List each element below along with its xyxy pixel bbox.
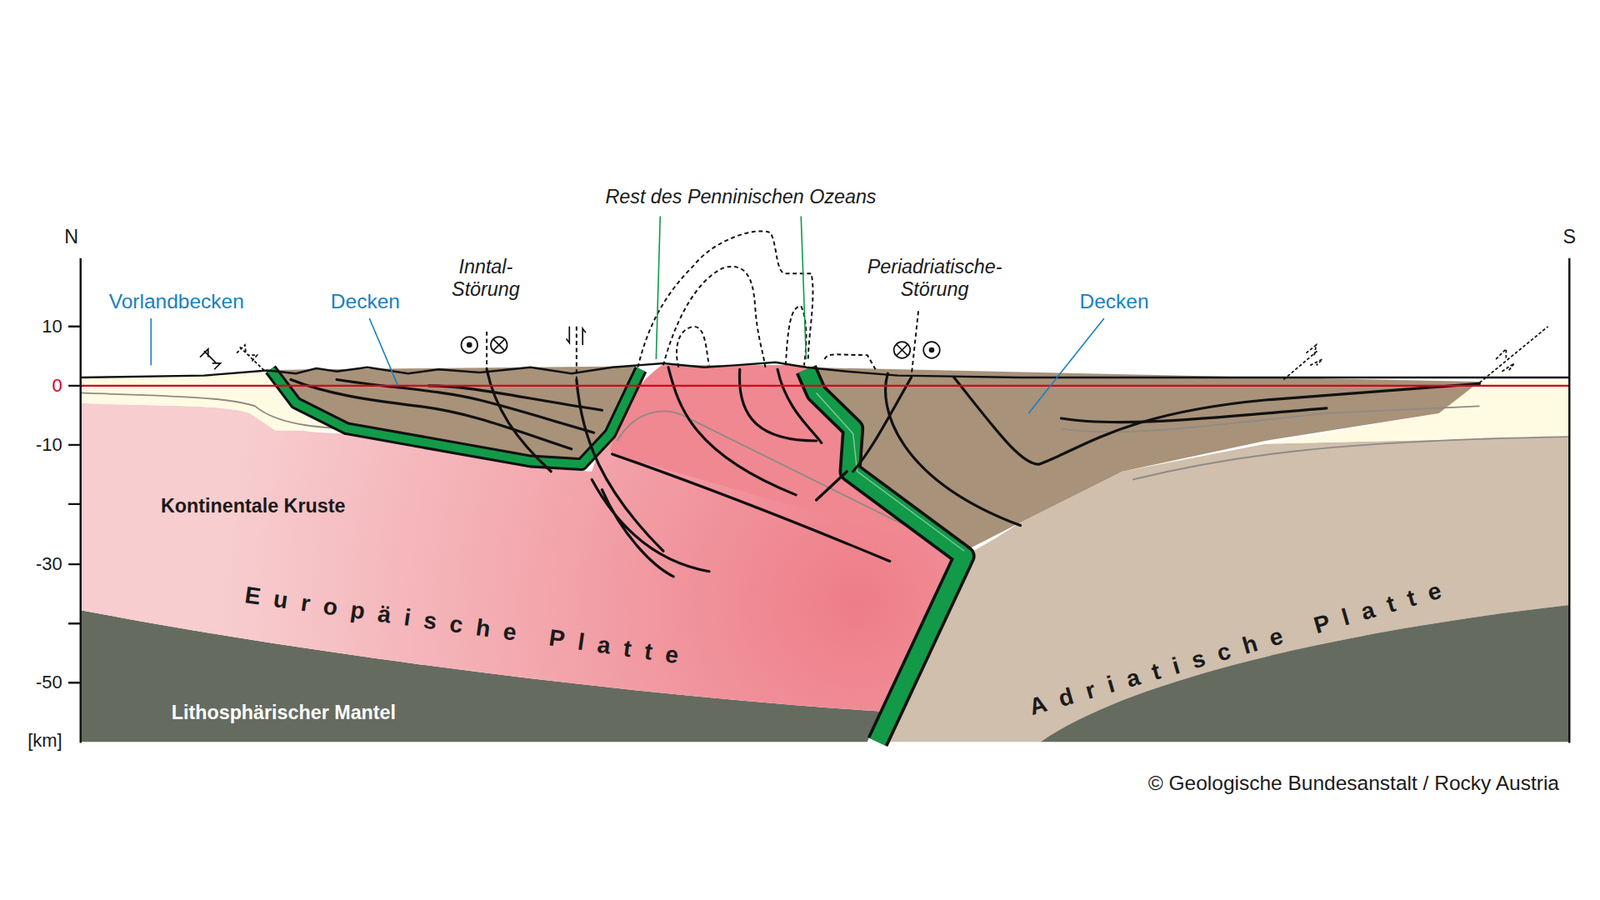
leader-line	[800, 216, 806, 360]
depth-tick-label: -50	[35, 672, 63, 694]
eroded-fold	[824, 354, 875, 370]
fault-label: Periadriatische- Störung	[867, 256, 1003, 302]
eroded-fold	[785, 305, 807, 365]
fault-arrow	[1480, 326, 1549, 383]
leader-line	[369, 318, 398, 386]
out-of-plane-dot	[930, 348, 935, 353]
leader-line	[150, 318, 152, 365]
eroded-fold	[676, 326, 710, 368]
fault-arrow	[236, 345, 265, 372]
depth-tick-label: 10	[41, 315, 62, 337]
into-plane-symbol	[490, 336, 508, 354]
nappe-boundary	[954, 377, 1480, 465]
into-plane-cross	[896, 344, 908, 355]
fault-label: Inntal- Störung	[451, 256, 520, 302]
depth-axis	[80, 258, 82, 744]
nappe-boundary	[885, 373, 1021, 525]
depth-axis-right	[1568, 258, 1570, 744]
fault	[576, 380, 710, 577]
sea-level-line	[80, 385, 1570, 387]
region-label: Decken	[330, 290, 400, 314]
layer-label: Lithosphärischer Mantel	[171, 700, 396, 724]
inntal-fault	[486, 369, 551, 471]
compass-south: S	[1563, 225, 1577, 249]
leader-line	[1028, 318, 1105, 414]
out-of-plane-symbol	[923, 341, 940, 359]
depth-unit-label: [km]	[27, 730, 63, 751]
eroded-fold	[637, 230, 813, 367]
leader-line	[655, 216, 660, 360]
thrust	[777, 369, 822, 443]
eroded-structures	[486, 230, 919, 380]
nappe-boundary	[428, 385, 602, 410]
depth-tick-label: -30	[35, 553, 63, 575]
layers	[80, 365, 1570, 742]
into-plane-symbol	[894, 341, 911, 359]
faults-and-nappe-boundaries	[290, 367, 1480, 577]
fault-arrow	[200, 349, 220, 370]
fault-arrow	[566, 326, 586, 345]
region-label: Vorlandbecken	[109, 290, 245, 314]
compass-north: N	[64, 225, 79, 249]
ocean-slab-outline	[805, 369, 965, 742]
nappe-boundary	[1060, 408, 1326, 423]
fault-arrow	[1283, 345, 1323, 380]
ocean-band	[270, 369, 640, 465]
periadriatic-fault	[853, 377, 912, 472]
leader-lines	[150, 216, 1105, 414]
ocean-slab	[805, 369, 965, 742]
axes	[68, 258, 1570, 744]
depth-tick-label: -10	[35, 434, 63, 455]
depth-tick-label: 0	[51, 375, 62, 396]
nappes-north	[267, 366, 641, 465]
topography	[80, 362, 1570, 378]
out-of-plane-dot	[467, 342, 472, 347]
axis-ticks	[68, 326, 81, 683]
layer-label: Kontinentale Kruste	[160, 495, 345, 518]
eroded-fold	[663, 266, 765, 368]
out-of-plane-symbol	[460, 336, 478, 354]
ocean-band-outline	[270, 369, 640, 465]
fault-extension	[910, 310, 919, 378]
thrust	[739, 369, 816, 441]
thrust	[816, 471, 848, 500]
copyright-note: © Geologische Bundesanstalt / Rocky Aust…	[1148, 771, 1560, 795]
region-label: Decken	[1080, 290, 1150, 314]
penninic-ocean-remnant	[270, 369, 965, 742]
fault-extension	[485, 331, 488, 370]
into-plane-cross	[493, 339, 505, 350]
region-label: Rest des Penninischen Ozeans	[605, 185, 876, 209]
thrust	[612, 454, 890, 562]
